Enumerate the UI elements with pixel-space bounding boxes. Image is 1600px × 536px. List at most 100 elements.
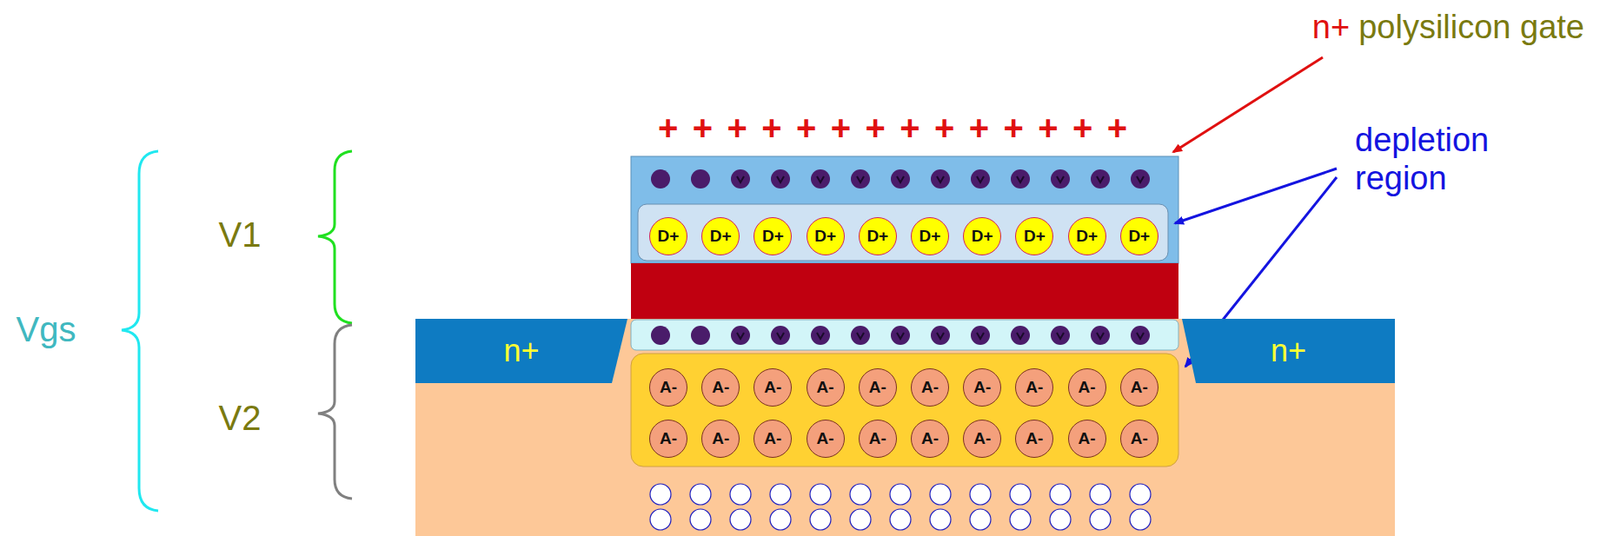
ion-label: A- xyxy=(816,429,835,449)
hole-circle xyxy=(730,484,751,505)
ion-label: D+ xyxy=(866,226,889,246)
polysilicon-gate xyxy=(630,156,1179,264)
acceptor-ion: A- xyxy=(806,419,845,459)
ion-label: D+ xyxy=(1128,226,1150,246)
donor-ion: D+ xyxy=(806,217,845,256)
electron-dot xyxy=(890,325,910,346)
hole-circle xyxy=(1089,484,1111,505)
hole-circle xyxy=(650,509,671,531)
acceptor-ion: A- xyxy=(858,419,897,459)
hole-circle xyxy=(849,509,871,531)
v2-brace xyxy=(318,325,352,499)
region-label: n+ xyxy=(1270,332,1307,370)
electron-dot xyxy=(930,169,950,189)
hole-circle xyxy=(969,509,991,531)
voltage-label: V2 xyxy=(219,398,262,439)
hole-circle xyxy=(809,509,831,531)
ion-label: A- xyxy=(1025,429,1043,449)
acceptor-ion: A- xyxy=(1068,368,1107,407)
hole-circle xyxy=(1009,509,1031,531)
electron-dot xyxy=(1130,169,1150,189)
n-plus-region: n+ xyxy=(1181,318,1395,384)
hole-circle xyxy=(770,484,791,505)
electron-dot xyxy=(650,325,671,346)
ion-label: A- xyxy=(659,429,678,449)
gate-leader xyxy=(1173,57,1323,153)
hole-circle xyxy=(889,484,911,505)
acceptor-ion: A- xyxy=(1120,419,1159,459)
ion-label: D+ xyxy=(919,226,942,246)
hole-circle xyxy=(770,509,791,531)
electron-mark xyxy=(1056,176,1064,183)
hole-circle xyxy=(690,484,711,505)
acceptor-ion: A- xyxy=(962,368,1002,407)
ion-label: A- xyxy=(711,429,730,449)
electron-dot xyxy=(1090,325,1110,346)
hole-circle xyxy=(1049,484,1071,505)
ion-label: A- xyxy=(921,378,939,398)
donor-ion: D+ xyxy=(1120,217,1159,256)
voltage-label: Vgs xyxy=(16,309,77,350)
acceptor-ion: A- xyxy=(701,419,740,459)
donor-ion: D+ xyxy=(910,217,950,256)
n-plus-shape xyxy=(415,318,628,384)
donor-ion: D+ xyxy=(649,217,688,256)
hole-circle xyxy=(690,509,711,531)
ion-label: A- xyxy=(973,378,991,398)
electron-dot xyxy=(890,169,910,189)
electron-mark xyxy=(1096,332,1104,339)
electron-dot xyxy=(1090,169,1110,189)
electron-mark xyxy=(1096,176,1104,183)
region-label: n+ xyxy=(503,332,539,370)
electron-mark xyxy=(776,332,784,339)
depletion-leader xyxy=(1175,168,1337,224)
ion-label: D+ xyxy=(762,226,784,246)
voltage-label: V1 xyxy=(219,214,262,255)
electron-dot xyxy=(1050,325,1070,346)
electron-mark xyxy=(976,176,984,183)
ion-label: D+ xyxy=(971,226,994,246)
electron-mark xyxy=(776,176,784,183)
hole-circle xyxy=(1129,484,1151,505)
electron-dot xyxy=(770,325,791,346)
acceptor-ion: A- xyxy=(649,368,688,407)
hole-circle xyxy=(730,509,751,531)
acceptor-ion: A- xyxy=(701,368,740,407)
ion-label: A- xyxy=(1130,378,1149,398)
ion-label: D+ xyxy=(1075,226,1098,246)
hole-circle xyxy=(889,509,911,531)
acceptor-ion: A- xyxy=(806,368,845,407)
ion-label: A- xyxy=(763,429,782,449)
ion-label: A- xyxy=(973,429,991,449)
electron-dot xyxy=(650,169,671,189)
electron-dot xyxy=(970,325,990,346)
electron-dot xyxy=(810,169,830,189)
electron-mark xyxy=(816,332,824,339)
acceptor-ion: A- xyxy=(649,419,688,459)
v1-brace xyxy=(318,151,352,324)
gate-oxide xyxy=(630,263,1179,319)
electron-dot xyxy=(690,169,711,189)
p-substrate xyxy=(415,318,1395,536)
acceptor-ion: A- xyxy=(910,368,950,407)
electron-mark xyxy=(816,176,824,183)
electron-mark xyxy=(936,176,944,183)
electron-mark xyxy=(976,332,984,339)
electron-mark xyxy=(736,176,744,183)
gate-label: polysilicon gate xyxy=(1358,8,1585,47)
ion-label: D+ xyxy=(1023,226,1046,246)
electron-mark xyxy=(856,176,864,183)
acceptor-ion: A- xyxy=(858,368,897,407)
hole-circle xyxy=(1049,509,1071,531)
electron-mark xyxy=(1136,332,1144,339)
gate-callout: n+polysilicon gate xyxy=(1312,8,1585,47)
ion-label: D+ xyxy=(710,226,732,246)
ion-label: A- xyxy=(1025,378,1043,398)
hole-circle xyxy=(929,509,951,531)
ion-label: A- xyxy=(816,378,835,398)
electron-mark xyxy=(1136,176,1144,183)
electron-dot xyxy=(970,169,990,189)
ion-label: D+ xyxy=(814,226,837,246)
donor-ion: D+ xyxy=(1068,217,1107,256)
